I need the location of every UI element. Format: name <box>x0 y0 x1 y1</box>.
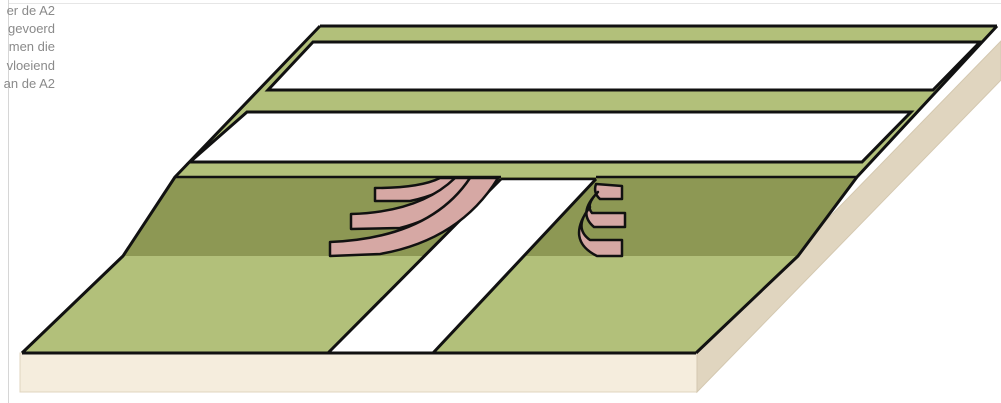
upper-road-lane-1 <box>264 40 984 92</box>
clipped-text-column: er de A2 gevoerd men die vloeiend an de … <box>0 2 55 97</box>
text-line-5: an de A2 <box>3 75 55 91</box>
right-ramp-curve-3 <box>577 205 624 258</box>
upper-road-lane-2 <box>186 110 915 164</box>
page-left-divider <box>8 0 9 403</box>
text-line-1: er de A2 <box>6 3 55 18</box>
surface-left-edge <box>20 24 322 355</box>
underpass-road-right-edge <box>431 177 598 355</box>
base-front-face <box>19 352 698 393</box>
page-top-rule <box>8 3 1001 4</box>
text-line-2: gevoerd <box>8 21 55 37</box>
text-line-3: men die <box>8 39 55 55</box>
right-ramp-curve-2 <box>585 190 627 229</box>
underpass-road <box>328 179 595 353</box>
text-line-4: vloeiend <box>6 57 55 73</box>
surface-right-edge <box>694 24 999 355</box>
base-right-face <box>696 40 1001 394</box>
